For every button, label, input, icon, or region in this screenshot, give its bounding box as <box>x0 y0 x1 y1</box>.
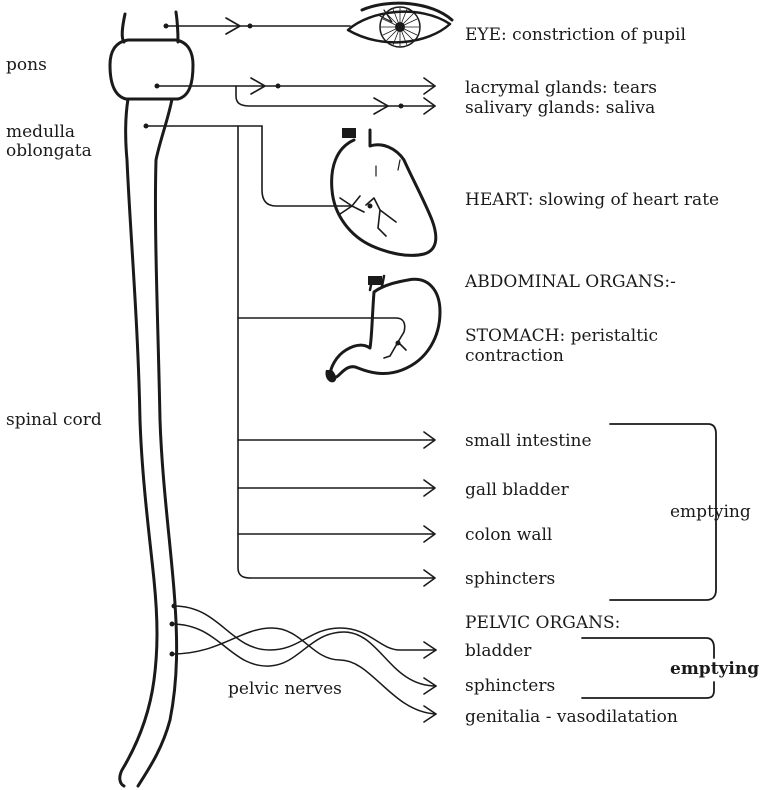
label-medulla: medulla <box>6 122 75 143</box>
target-pelvic-organs: PELVIC ORGANS: <box>465 613 620 634</box>
target-stomach: STOMACH: peristaltic <box>465 326 658 347</box>
nerve-glands <box>155 78 436 114</box>
target-heart: HEART: slowing of heart rate <box>465 190 719 211</box>
nerve-vagus <box>144 124 373 579</box>
label-emptying-abdominal: emptying <box>670 502 751 523</box>
abdominal-branches <box>238 432 435 586</box>
label-pelvic-nerves: pelvic nerves <box>228 679 342 700</box>
target-sphincters-abdominal: sphincters <box>465 569 555 590</box>
spinal-cord-right-edge <box>138 99 177 786</box>
stomach-icon <box>325 276 440 382</box>
target-eye: EYE: constriction of pupil <box>465 25 686 46</box>
label-pons: pons <box>6 55 47 76</box>
target-genitalia: genitalia - vasodilatation <box>465 707 678 728</box>
nerve-eye <box>164 18 351 34</box>
target-lacrymal: lacrymal glands: tears <box>465 78 657 99</box>
heart-icon <box>332 128 436 255</box>
target-abdominal: ABDOMINAL ORGANS:- <box>465 272 676 293</box>
brainstem-spinal-cord <box>110 12 193 786</box>
target-bladder: bladder <box>465 641 531 662</box>
spinal-cord-left-edge <box>120 99 157 786</box>
target-stomach-contraction: contraction <box>465 346 564 367</box>
target-salivary: salivary glands: saliva <box>465 98 655 119</box>
target-small-intestine: small intestine <box>465 431 592 452</box>
target-gall-bladder: gall bladder <box>465 480 569 501</box>
pons-outline <box>110 40 193 99</box>
label-emptying-pelvic: emptying <box>670 659 759 680</box>
pelvic-nerves-lines <box>170 604 437 723</box>
target-colon-wall: colon wall <box>465 525 552 546</box>
label-spinal-cord: spinal cord <box>6 410 102 431</box>
eye-icon <box>348 3 452 47</box>
label-oblongata: oblongata <box>6 141 92 162</box>
target-sphincters-pelvic: sphincters <box>465 676 555 697</box>
